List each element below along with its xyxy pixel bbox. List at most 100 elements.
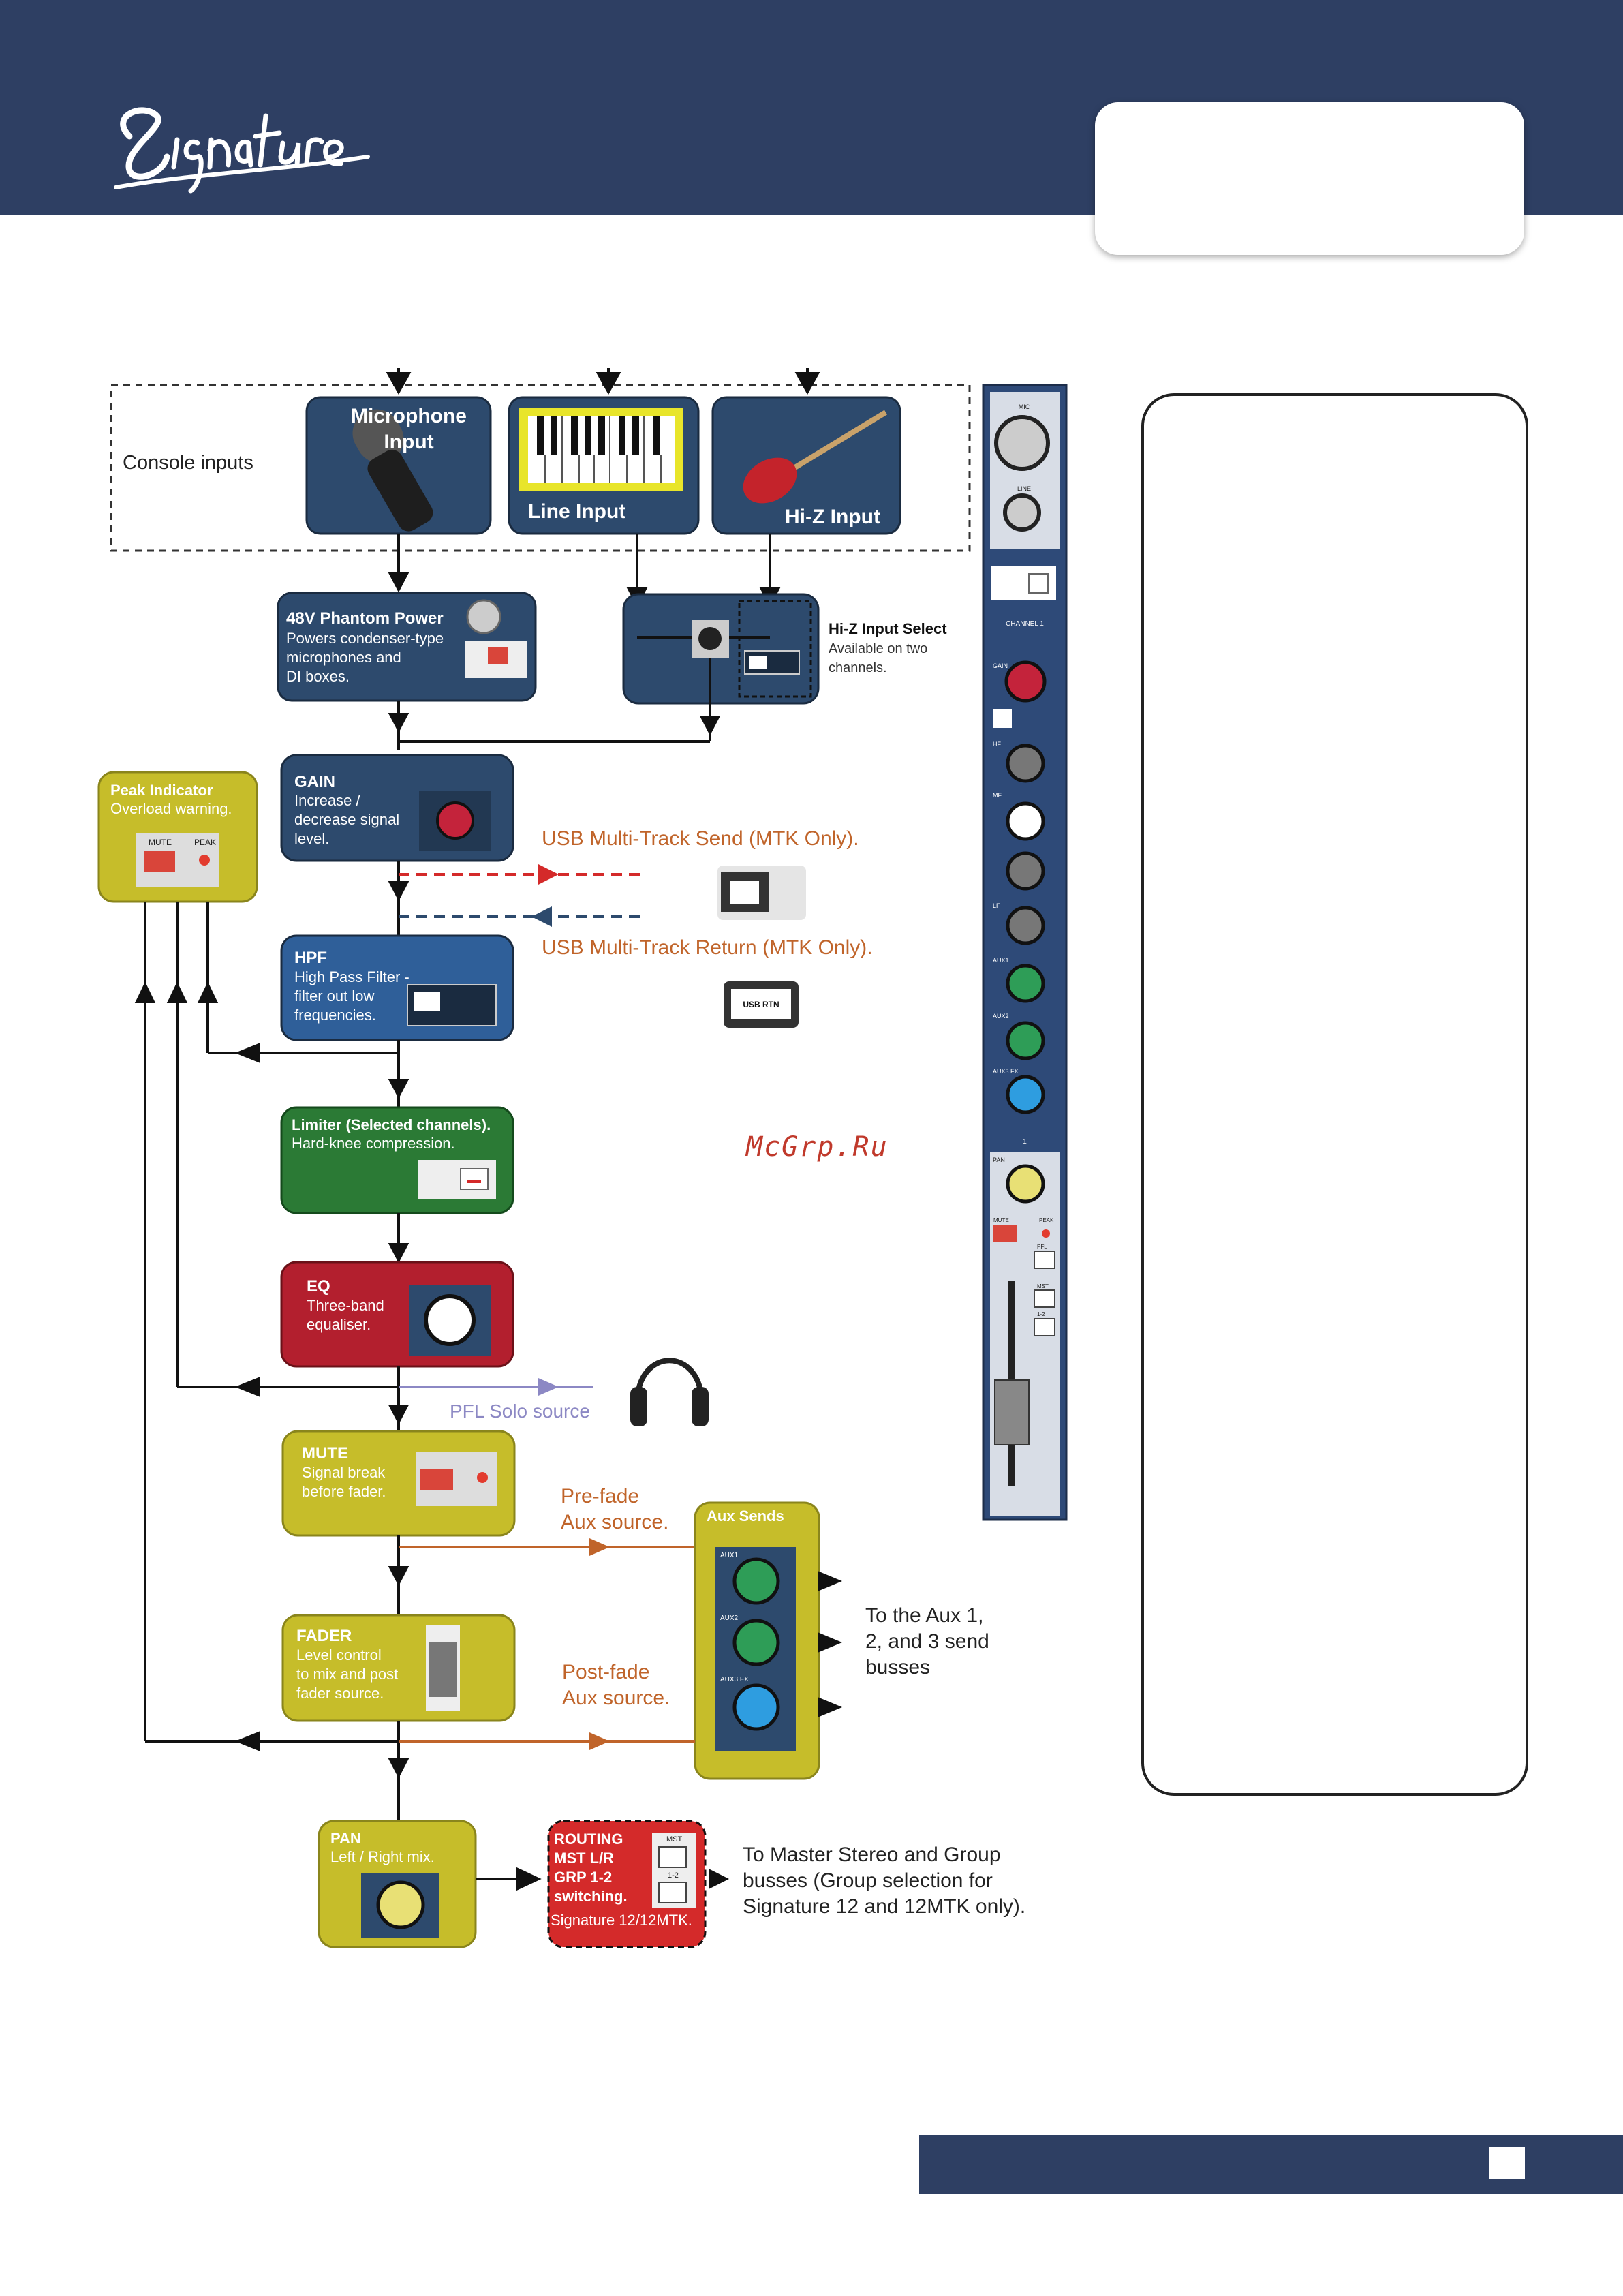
headphones-icon <box>630 1358 709 1426</box>
hiz-select-line-1: Available on two <box>829 641 927 656</box>
hiz-input-box: Hi-Z Input <box>711 396 901 535</box>
strip-hf-label: HF <box>993 741 1001 748</box>
eq-title: EQ <box>307 1277 330 1296</box>
gain-knob-icon <box>436 801 474 840</box>
strip-aux3-knob <box>1006 1075 1045 1114</box>
limiter-title: Limiter (Selected channels). <box>292 1116 491 1133</box>
pan-knob-icon <box>376 1880 425 1929</box>
routing-line-4: switching. <box>554 1888 628 1905</box>
strip-hf-knob <box>1006 744 1045 783</box>
fader-line-2: to mix and post <box>296 1666 398 1683</box>
guitar-icon <box>743 410 888 504</box>
peak-line: Overload warning. <box>110 800 232 817</box>
strip-mst-label: MST <box>1037 1283 1049 1289</box>
phantom-line-3: DI boxes. <box>286 668 350 685</box>
strip-aux2-label: AUX2 <box>993 1013 1009 1020</box>
fader-line-3: fader source. <box>296 1685 384 1702</box>
hiz-select-box <box>622 593 820 705</box>
hpf-line-1: High Pass Filter - <box>294 968 409 985</box>
gain-line-2: decrease signal <box>294 811 399 828</box>
phantom-line-2: microphones and <box>286 649 401 666</box>
routing-line-3: GRP 1-2 <box>554 1869 612 1886</box>
mic-input-label-1: Microphone <box>351 405 467 427</box>
eq-line-1: Three-band <box>307 1297 384 1314</box>
strip-mf-label: MF <box>993 792 1002 799</box>
eq-line-2: equaliser. <box>307 1316 371 1333</box>
gain-line-3: level. <box>294 830 329 847</box>
microphone-icon <box>352 409 433 532</box>
eq-box: EQ Three-band equaliser. <box>280 1261 514 1368</box>
pan-line: Left / Right mix. <box>330 1848 435 1865</box>
line-input-label: Line Input <box>528 500 625 523</box>
hpf-title: HPF <box>294 949 327 967</box>
fader-title: FADER <box>296 1627 352 1645</box>
line-input-box: Line Input <box>508 396 700 535</box>
mute-line-2: before fader. <box>302 1483 386 1500</box>
page-number-box <box>1489 2147 1525 2179</box>
routing-mst-label: MST <box>666 1835 683 1843</box>
pan-title: PAN <box>330 1830 361 1847</box>
hiz-select-title: Hi-Z Input Select <box>829 620 947 637</box>
strip-fader-cap <box>994 1379 1030 1445</box>
mute-line-1: Signal break <box>302 1464 386 1481</box>
mute-button-icon <box>420 1469 453 1490</box>
strip-gain-label: GAIN <box>993 662 1008 669</box>
hiz-select-line-2: channels. <box>829 660 887 675</box>
mic-input-label-2: Input <box>384 431 433 453</box>
fader-cap-icon <box>429 1642 457 1697</box>
channel-strip: MIC LINE CHANNEL 1 GAIN HF MF LF AUX1 AU… <box>982 384 1068 1521</box>
eq-knob-icon <box>424 1294 476 1346</box>
strip-grp-button <box>1034 1318 1055 1336</box>
prefade-label-1: Pre-fade <box>561 1485 639 1507</box>
peak-title: Peak Indicator <box>110 782 213 799</box>
line-socket-icon <box>1003 493 1041 532</box>
routing-box: ROUTING MST L/R GRP 1-2 switching. Signa… <box>547 1820 707 1948</box>
limiter-line: Hard-knee compression. <box>292 1135 455 1152</box>
peak-peak-label: PEAK <box>194 838 216 847</box>
prefade-label-2: Aux source. <box>561 1511 668 1533</box>
usb-return-label: USB Multi-Track Return (MTK Only). <box>542 936 873 959</box>
header-info-card <box>1095 102 1524 255</box>
to-aux-line-2: 2, and 3 send <box>865 1630 989 1653</box>
routing-grp-label: 1-2 <box>668 1871 679 1880</box>
routing-note: Signature 12/12MTK. <box>551 1912 692 1929</box>
mst-switch-icon <box>658 1846 687 1868</box>
strip-mf-freq-knob <box>1006 851 1045 891</box>
aux3-label: AUX3 FX <box>720 1676 749 1683</box>
strip-pan-label: PAN <box>993 1157 1005 1163</box>
strip-channel-label: CHANNEL 1 <box>1006 620 1044 628</box>
gain-box: GAIN Increase / decrease signal level. <box>280 754 514 862</box>
hpf-line-2: filter out low <box>294 988 374 1005</box>
aux-sends-title: Aux Sends <box>707 1507 784 1525</box>
strip-lf-knob <box>1006 906 1045 945</box>
console-inputs-label: Console inputs <box>123 452 253 474</box>
strip-pfl-label: PFL <box>1037 1244 1047 1250</box>
grp-switch-icon <box>658 1882 687 1903</box>
fader-line-1: Level control <box>296 1647 382 1664</box>
aux1-label: AUX1 <box>720 1552 739 1559</box>
aux3-knob-icon <box>732 1683 780 1731</box>
phantom-title: 48V Phantom Power <box>286 609 444 628</box>
strip-mute-button <box>993 1225 1017 1242</box>
strip-aux3-label: AUX3 FX <box>993 1068 1019 1075</box>
pfl-label: PFL Solo source <box>450 1400 590 1422</box>
xlr-connector-icon <box>466 599 501 634</box>
keyboard-icon <box>519 408 683 491</box>
aux2-knob-icon <box>732 1619 780 1666</box>
pan-box: PAN Left / Right mix. <box>318 1820 477 1948</box>
strip-number-label: 1 <box>1023 1138 1027 1146</box>
strip-grp-label: 1-2 <box>1037 1311 1045 1317</box>
usb-rtn-label: USB RTN <box>743 1000 779 1009</box>
strip-gain-knob <box>1004 660 1047 703</box>
gain-line-1: Increase / <box>294 792 360 809</box>
to-master-line-1: To Master Stereo and Group <box>743 1843 1001 1866</box>
strip-mst-button <box>1034 1289 1055 1308</box>
postfade-label-2: Aux source. <box>562 1687 670 1709</box>
microphone-input-box: Microphone Input <box>305 396 492 535</box>
hpf-line-3: frequencies. <box>294 1007 376 1024</box>
mute-title: MUTE <box>302 1444 348 1463</box>
to-master-line-2: busses (Group selection for <box>743 1869 993 1892</box>
signature-logo <box>114 107 370 194</box>
usb-send-label: USB Multi-Track Send (MTK Only). <box>542 827 859 850</box>
peak-indicator-box: Peak Indicator Overload warning. MUTE PE… <box>97 771 258 903</box>
